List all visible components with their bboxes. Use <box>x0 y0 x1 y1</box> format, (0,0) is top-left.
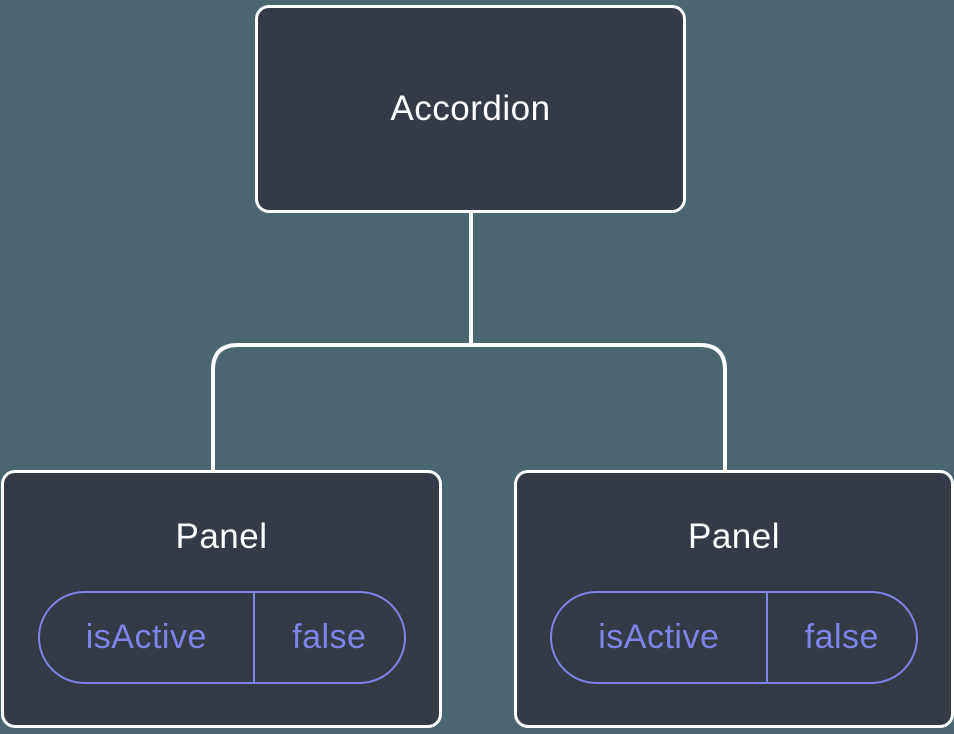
panel-node-label: Panel <box>687 517 781 556</box>
accordion-node: Accordion <box>255 5 686 213</box>
panel-node-label: Panel <box>175 517 268 556</box>
state-pill: isActive false <box>550 591 918 684</box>
state-key: isActive <box>40 593 256 682</box>
state-value: false <box>292 618 367 656</box>
state-key: isActive <box>552 593 768 682</box>
state-pill: isActive false <box>37 591 406 684</box>
accordion-node-label: Accordion <box>390 89 551 128</box>
state-value: false <box>804 618 879 656</box>
panel-node-right: Panel isActive false <box>514 470 954 728</box>
panel-node-left: Panel isActive false <box>1 470 442 728</box>
connector-bracket <box>211 343 727 471</box>
